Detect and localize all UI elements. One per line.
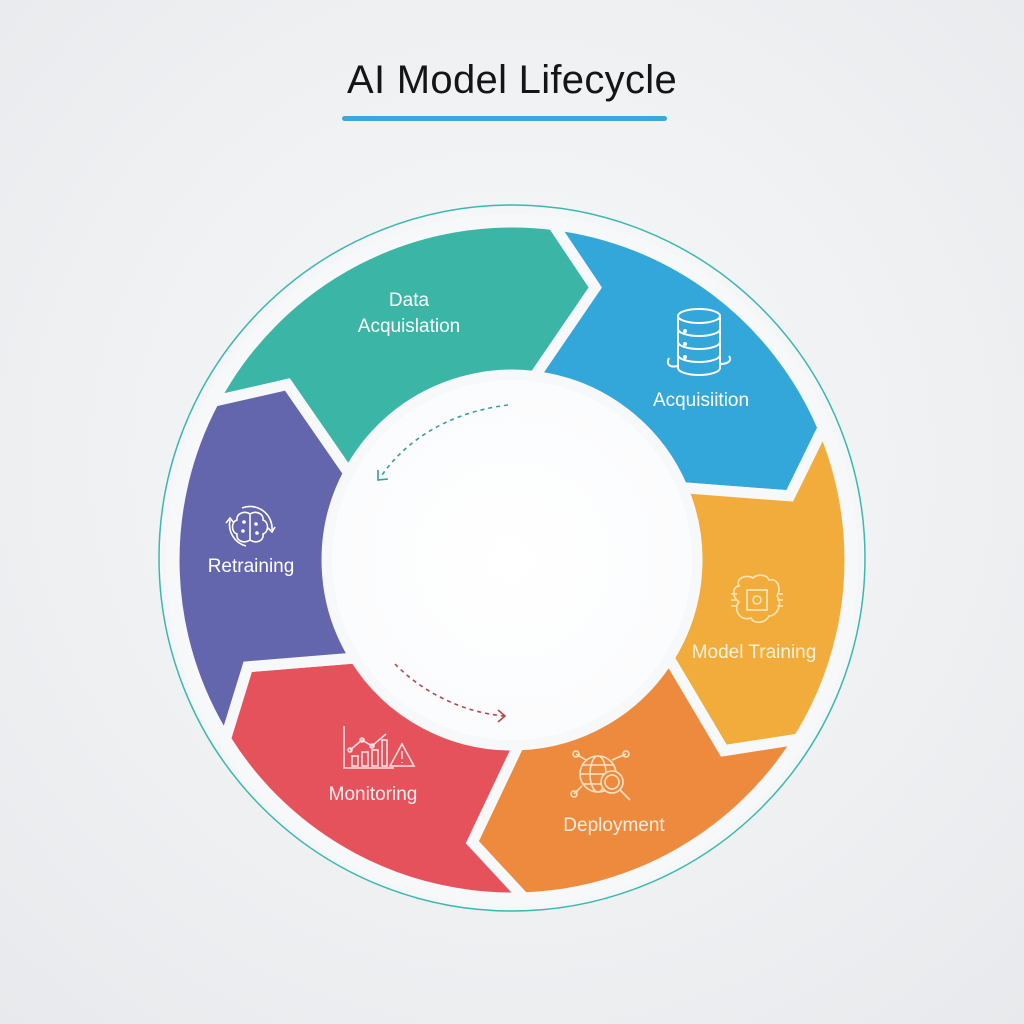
dashed-arrow-bottom [394, 663, 507, 723]
stage-label-model-training: Model Training [691, 642, 817, 663]
stage-label-data-acquisition: Data Acquislation [358, 288, 460, 340]
chart-warning-icon [343, 726, 416, 769]
stage-label-retraining: Retraining [207, 556, 295, 577]
title-underline [342, 116, 667, 121]
stage-label-monitoring: Monitoring [328, 784, 418, 805]
stage-label-deployment: Deployment [563, 815, 665, 836]
stage-label-line1: Data [388, 290, 430, 311]
stage-label-line2: Acquislation [357, 316, 461, 337]
stage-label-acquisition: Acquisiition [652, 390, 750, 411]
diagram-title: AI Model Lifecycle [347, 58, 677, 102]
database-icon [666, 308, 732, 376]
center-circle [332, 380, 692, 740]
brain-cycle-icon [225, 505, 276, 547]
brain-chip-icon [731, 574, 783, 624]
globe-search-icon [570, 750, 631, 801]
segment-retraining[interactable] [168, 378, 365, 753]
dashed-arrow-top [377, 404, 509, 481]
